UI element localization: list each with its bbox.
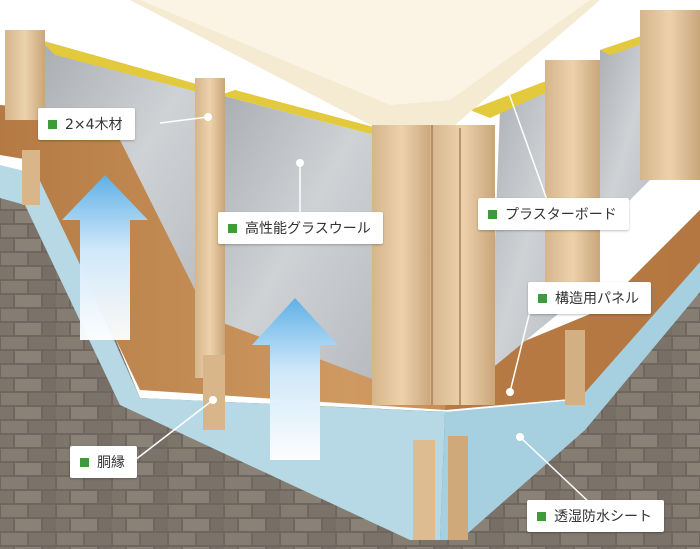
stud-right [545, 60, 600, 310]
label-panel: 構造用パネル [528, 282, 651, 314]
up-arrow-icon [62, 175, 148, 340]
label-insulation: 高性能グラスウール [218, 212, 383, 244]
marker-icon [488, 209, 497, 219]
structural-panel [0, 105, 700, 410]
stud-corner-a [372, 125, 432, 405]
stud-left [5, 30, 45, 120]
furring-strip-3 [413, 440, 435, 540]
stud-corner-b [430, 125, 495, 405]
stud-far-right [640, 10, 700, 180]
furring-strip-2 [203, 355, 225, 430]
marker-icon [80, 457, 89, 467]
label-membrane: 透湿防水シート [527, 500, 664, 532]
label-membrane-text: 透湿防水シート [554, 509, 652, 525]
label-panel-text: 構造用パネル [555, 291, 639, 307]
label-furring-text: 胴縁 [97, 455, 125, 471]
label-stud: 2×4木材 [38, 108, 135, 140]
marker-icon [538, 293, 547, 303]
marker-icon [228, 223, 237, 233]
up-arrow-icon [252, 298, 338, 460]
label-stud-text: 2×4木材 [65, 117, 123, 133]
label-plasterboard-text: プラスターボード [505, 207, 617, 223]
marker-icon [537, 511, 546, 521]
marker-icon [48, 119, 57, 129]
label-insulation-text: 高性能グラスウール [245, 221, 371, 237]
moisture-membrane-left [0, 165, 445, 540]
furring-strip-4 [448, 436, 468, 540]
label-furring: 胴縁 [70, 446, 137, 478]
furring-strip-5 [565, 330, 585, 405]
label-plasterboard: プラスターボード [478, 198, 629, 230]
furring-strip-1 [22, 150, 40, 205]
